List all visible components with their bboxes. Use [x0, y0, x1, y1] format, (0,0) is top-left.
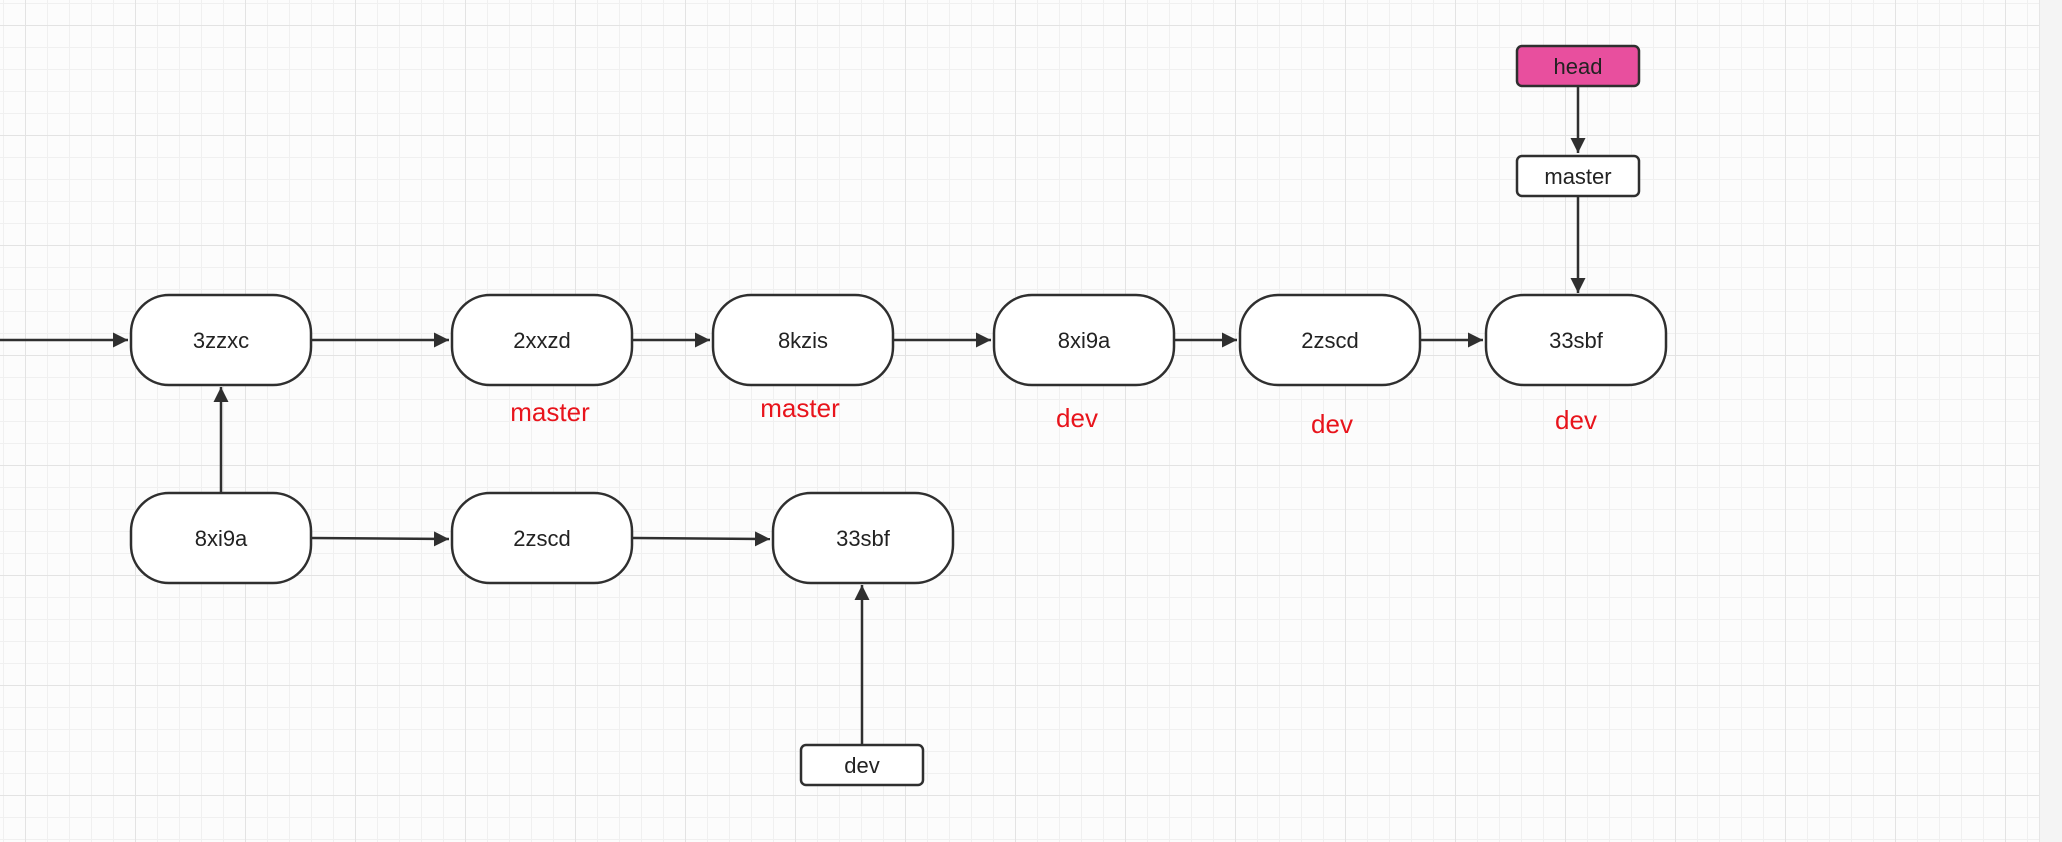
- branch-label: dev: [1056, 403, 1098, 433]
- commit-node[interactable]: 33sbf: [771, 491, 955, 585]
- branch-label: master: [760, 393, 840, 423]
- branch-label: master: [510, 397, 590, 427]
- edge-lower-8xi9a-2zscd: [310, 531, 450, 547]
- commit-id: 2zscd: [1301, 328, 1358, 353]
- commit-id: 2xxzd: [513, 328, 570, 353]
- refs: head master dev: [799, 44, 1641, 787]
- head-ref[interactable]: head: [1515, 44, 1641, 88]
- edge-lower-2zscd-33sbf: [632, 531, 771, 547]
- commit-id: 3zzxc: [193, 328, 249, 353]
- commit-id: 33sbf: [836, 526, 891, 551]
- branch-label: dev: [1311, 409, 1353, 439]
- dev-ref[interactable]: dev: [799, 743, 925, 787]
- commit-node[interactable]: 2zscd: [450, 491, 634, 585]
- commit-node[interactable]: 2zscd: [1238, 293, 1422, 387]
- commit-node[interactable]: 8xi9a: [992, 293, 1176, 387]
- commit-id: 2zscd: [513, 526, 570, 551]
- commit-id: 8xi9a: [195, 526, 248, 551]
- commit-node[interactable]: 3zzxc: [129, 293, 313, 387]
- lower-row-edges: [213, 387, 870, 744]
- master-ref[interactable]: master: [1515, 154, 1641, 198]
- commit-node[interactable]: 33sbf: [1484, 293, 1668, 387]
- branch-labels: master master dev dev dev: [510, 393, 1597, 439]
- commit-node[interactable]: 8kzis: [711, 293, 895, 387]
- dev-ref-label: dev: [844, 753, 879, 778]
- commit-id: 8xi9a: [1058, 328, 1111, 353]
- canvas-scroll-edge[interactable]: [2039, 0, 2062, 842]
- branch-label: dev: [1555, 405, 1597, 435]
- commit-id: 33sbf: [1549, 328, 1604, 353]
- commit-node[interactable]: 2xxzd: [450, 293, 634, 387]
- commit-id: 8kzis: [778, 328, 828, 353]
- head-ref-label: head: [1554, 54, 1603, 79]
- lower-row-commits: 8xi9a 2zscd 33sbf: [129, 491, 955, 585]
- upper-row-commits: 3zzxc 2xxzd 8kzis 8xi9a 2zscd 33sbf: [129, 293, 1668, 387]
- master-ref-label: master: [1544, 164, 1611, 189]
- commit-node[interactable]: 8xi9a: [129, 491, 313, 585]
